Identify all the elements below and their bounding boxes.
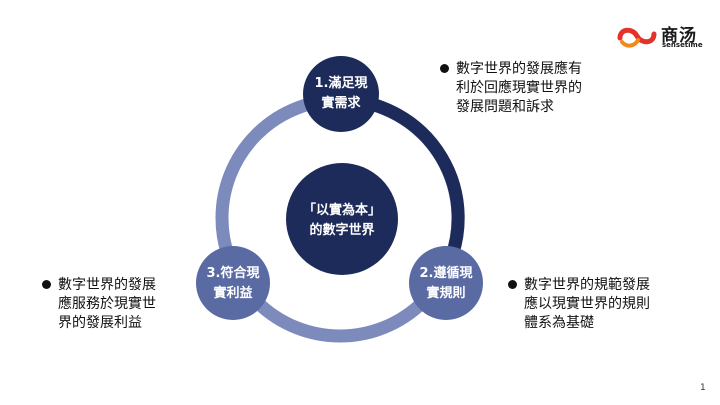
node-2-line-2: 實規則 — [426, 285, 465, 301]
node-2-follow-rules: 2.遵循現 實規則 — [409, 246, 483, 320]
bullet-1-line-1: 數字世界的發展應有 — [456, 61, 582, 77]
logo-name-cn: 商汤 — [661, 26, 697, 46]
bullet-2-line-1: 數字世界的規範發展 — [524, 277, 650, 293]
bullet-3-line-3: 界的發展利益 — [58, 315, 142, 331]
bullet-dot — [42, 280, 51, 289]
node-3-line-1: 3.符合現 — [207, 265, 260, 281]
company-logo: 商汤 sensetime — [617, 22, 707, 52]
center-node: 「以實為本」 的數字世界 — [286, 163, 398, 275]
sensetime-logo-icon — [617, 27, 657, 48]
center-line-1: 「以實為本」 — [303, 202, 381, 218]
bullet-3-line-1: 數字世界的發展 — [58, 277, 156, 293]
bullet-1-line-3: 發展問題和訴求 — [456, 99, 554, 115]
bullet-2-line-3: 體系為基礎 — [524, 315, 594, 331]
page-number: 1 — [700, 383, 706, 393]
node-1-line-2: 實需求 — [321, 95, 361, 111]
cycle-ring-dark-arc — [345, 93, 465, 271]
node-1-line-1: 1.滿足現 — [315, 75, 368, 91]
node-3-meet-interests: 3.符合現 實利益 — [196, 246, 270, 320]
center-line-2: 的數字世界 — [309, 222, 374, 238]
node-1-satisfy-needs: 1.滿足現 實需求 — [303, 56, 379, 132]
bullet-2-line-2: 應以現實世界的規則 — [524, 296, 650, 312]
bullet-dot — [440, 64, 449, 73]
bullet-dot — [508, 280, 517, 289]
bullet-1-line-2: 利於回應現實世界的 — [456, 80, 582, 96]
bullet-3-line-2: 應服務於現實世 — [58, 296, 156, 312]
node-3-line-2: 實利益 — [213, 285, 252, 301]
logo-name-en: sensetime — [662, 41, 703, 49]
node-2-line-1: 2.遵循現 — [420, 265, 473, 281]
